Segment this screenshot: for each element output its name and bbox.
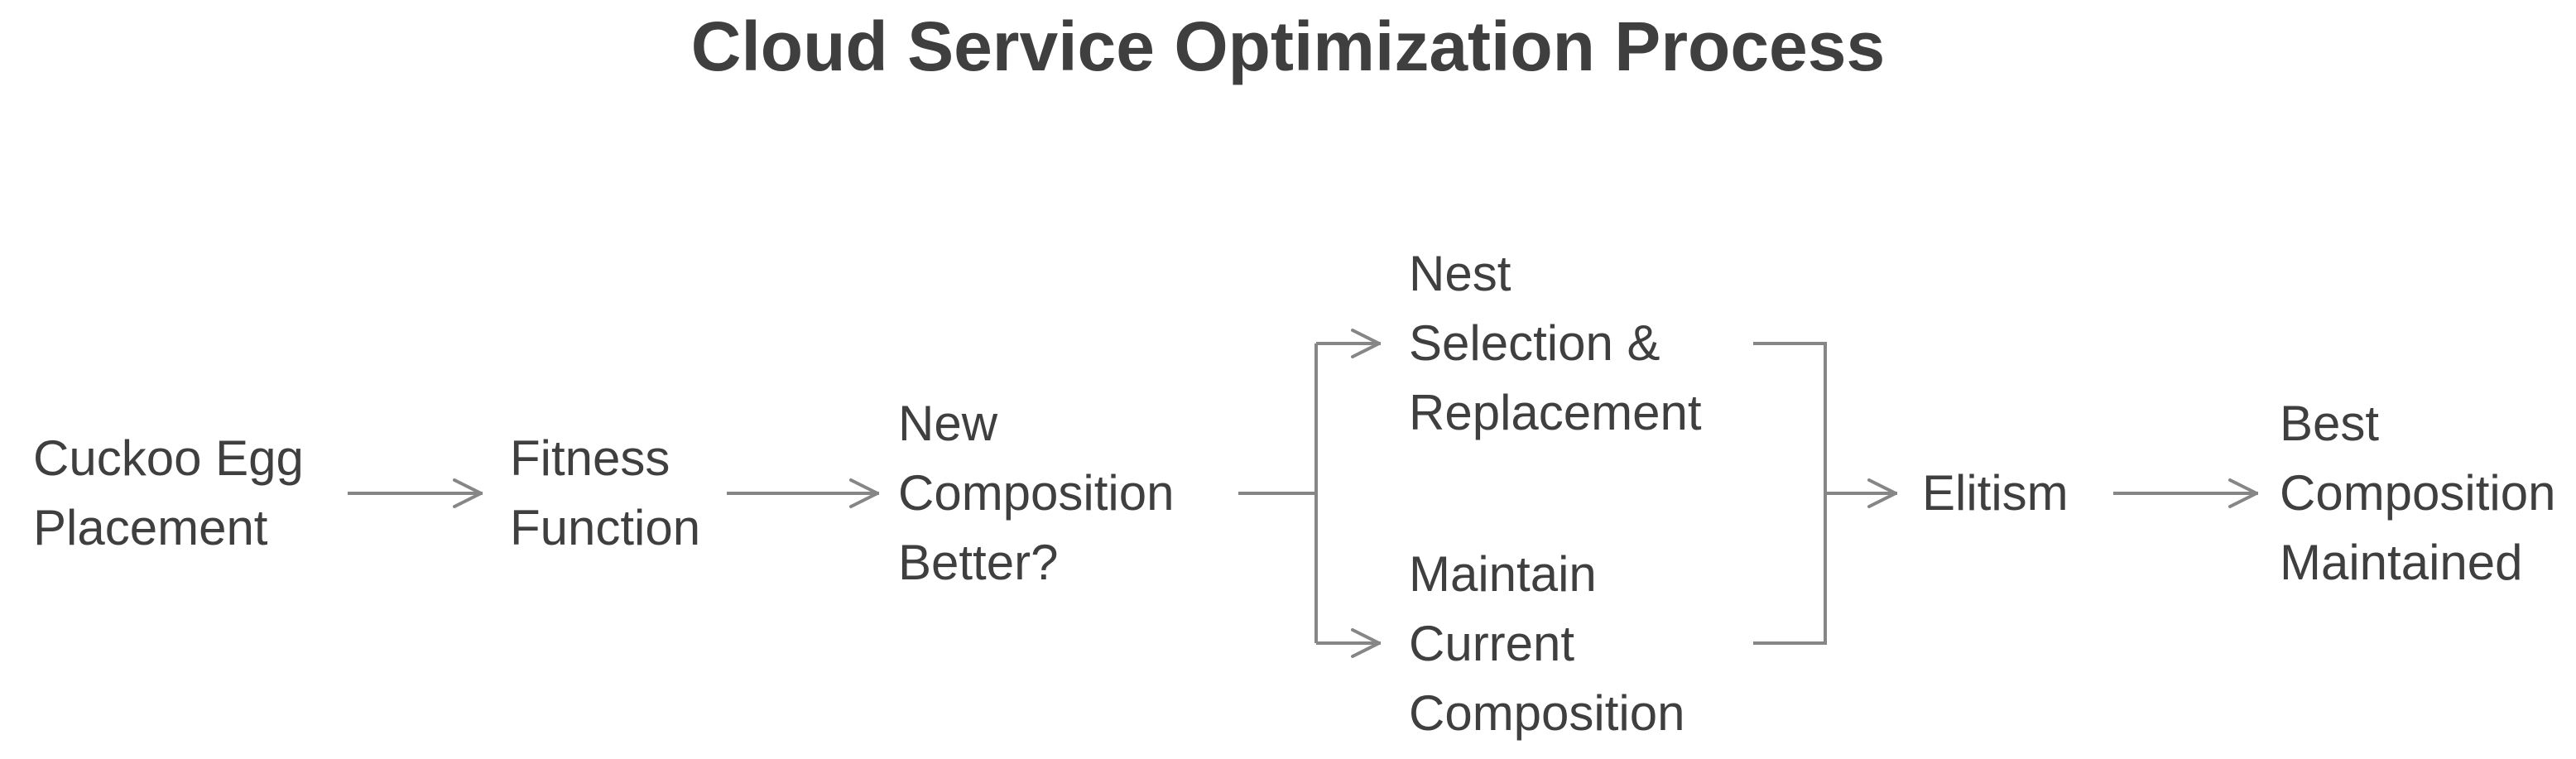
node-best-composition-maintained: Best Composition Maintained [2280,396,2556,590]
node-nest-selection-replacement: Nest Selection & Replacement [1409,246,1702,440]
node-fitness-function: Fitness Function [510,430,701,555]
node-new-composition-better: New Composition Better? [898,396,1175,590]
node-elitism: Elitism [1922,465,2069,521]
node-cuckoo-egg-placement: Cuckoo Egg Placement [33,430,304,555]
merge-bracket [1753,342,1827,645]
node-maintain-current-composition: Maintain Current Composition [1409,546,1685,741]
diagram-title: Cloud Service Optimization Process [690,7,1886,85]
